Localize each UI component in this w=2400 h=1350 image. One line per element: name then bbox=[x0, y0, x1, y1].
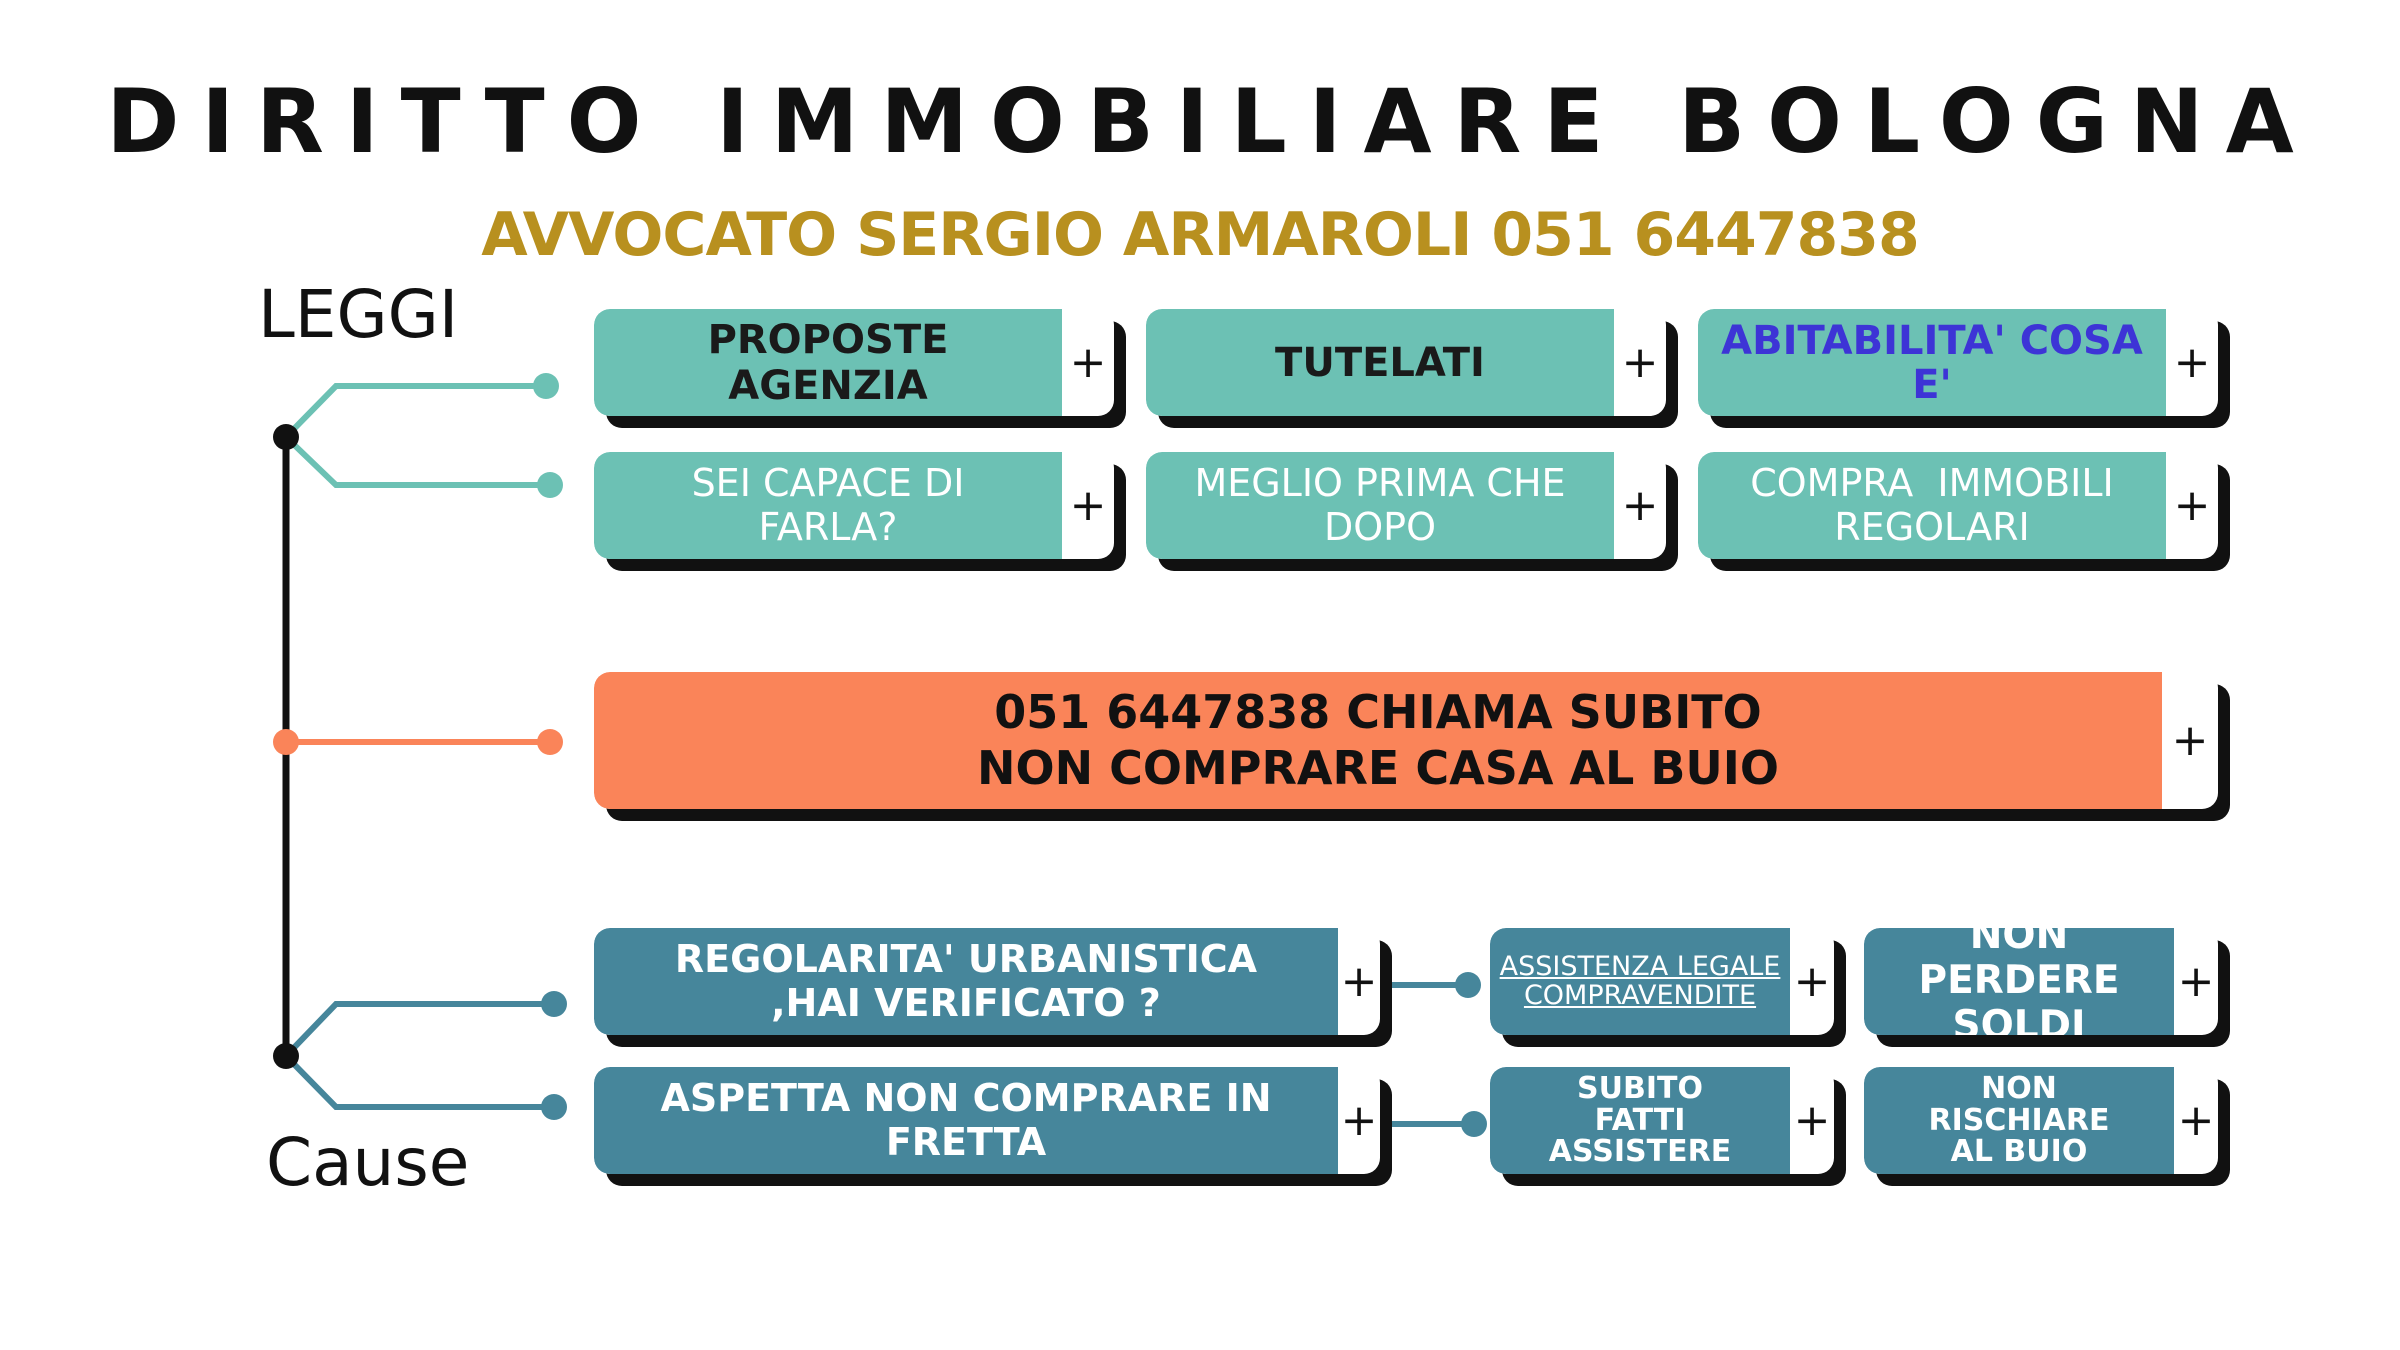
cta-line-2: NON COMPRARE CASA AL BUIO bbox=[976, 740, 1779, 795]
branch-capace bbox=[283, 434, 550, 488]
node-proposte bbox=[533, 373, 559, 399]
expand-plus-icon[interactable]: + bbox=[1340, 955, 1378, 1007]
expand-plus-icon[interactable]: + bbox=[1793, 955, 1831, 1007]
branch-regolarita bbox=[283, 1001, 554, 1059]
box-label: COMPRA IMMOBILI REGOLARI bbox=[1750, 460, 2126, 549]
box-non-rischiare[interactable]: NON RISCHIARE AL BUIO + bbox=[1864, 1067, 2230, 1186]
expand-plus-icon[interactable]: + bbox=[2173, 336, 2211, 388]
expand-plus-icon[interactable]: + bbox=[1621, 336, 1659, 388]
box-non-perdere-soldi[interactable]: NON PERDERE SOLDI + bbox=[1864, 928, 2230, 1047]
expand-plus-icon[interactable]: + bbox=[1340, 1094, 1378, 1146]
box-label[interactable]: ABITABILITA' COSA E' bbox=[1721, 317, 2143, 408]
label-leggi: LEGGI bbox=[258, 276, 459, 353]
box-compra-immobili[interactable]: COMPRA IMMOBILI REGOLARI + bbox=[1698, 452, 2230, 571]
node-assistenza bbox=[1455, 972, 1481, 998]
box-assistenza-legale[interactable]: ASSISTENZA LEGALE COMPRAVENDITE + bbox=[1490, 928, 1846, 1047]
box-regolarita[interactable]: REGOLARITA' URBANISTICA ,HAI VERIFICATO … bbox=[594, 928, 1392, 1047]
box-label[interactable]: ASSISTENZA LEGALE COMPRAVENDITE bbox=[1499, 951, 1781, 1011]
box-meglio-prima[interactable]: MEGLIO PRIMA CHE DOPO + bbox=[1146, 452, 1678, 571]
node-trunk-top bbox=[273, 424, 299, 450]
branch-proposte bbox=[283, 383, 546, 440]
node-trunk-orange bbox=[273, 729, 299, 755]
label-cause: Cause bbox=[266, 1124, 470, 1201]
box-sei-capace[interactable]: SEI CAPACE DI FARLA? + bbox=[594, 452, 1126, 571]
expand-plus-icon[interactable]: + bbox=[2177, 1094, 2215, 1146]
box-label: MEGLIO PRIMA CHE DOPO bbox=[1194, 460, 1566, 549]
expand-plus-icon[interactable]: + bbox=[1069, 336, 1107, 388]
node-aspetta bbox=[541, 1094, 567, 1120]
box-label: SEI CAPACE DI FARLA? bbox=[691, 460, 965, 549]
box-label: NON RISCHIARE AL BUIO bbox=[1928, 1071, 2110, 1170]
box-label: PROPOSTE AGENZIA bbox=[707, 316, 949, 409]
box-label: TUTELATI bbox=[1275, 339, 1485, 386]
box-abitabilita[interactable]: ABITABILITA' COSA E' + bbox=[1698, 309, 2230, 428]
node-capace bbox=[537, 472, 563, 498]
box-label: REGOLARITA' URBANISTICA ,HAI VERIFICATO … bbox=[674, 936, 1258, 1025]
expand-plus-icon[interactable]: + bbox=[2173, 479, 2211, 531]
page-title: DIRITTO IMMOBILIARE BOLOGNA bbox=[106, 70, 2316, 173]
box-aspetta[interactable]: ASPETTA NON COMPRARE IN FRETTA + bbox=[594, 1067, 1392, 1186]
branch-aspetta bbox=[283, 1053, 554, 1110]
box-proposte-agenzia[interactable]: PROPOSTE AGENZIA + bbox=[594, 309, 1126, 428]
box-label: ASPETTA NON COMPRARE IN FRETTA bbox=[660, 1075, 1272, 1164]
expand-plus-icon[interactable]: + bbox=[2171, 714, 2209, 766]
node-trunk-bottom bbox=[273, 1043, 299, 1069]
expand-plus-icon[interactable]: + bbox=[2177, 955, 2215, 1007]
node-regolarita bbox=[541, 991, 567, 1017]
box-subito-fatti-assistere[interactable]: SUBITO FATTI ASSISTERE + bbox=[1490, 1067, 1846, 1186]
box-tutelati[interactable]: TUTELATI + bbox=[1146, 309, 1678, 428]
expand-plus-icon[interactable]: + bbox=[1621, 479, 1659, 531]
cta-line-1: 051 6447838 CHIAMA SUBITO bbox=[994, 685, 1762, 740]
expand-plus-icon[interactable]: + bbox=[1069, 479, 1107, 531]
page-subtitle: AVVOCATO SERGIO ARMAROLI 051 6447838 bbox=[481, 200, 1920, 270]
box-label: NON PERDERE SOLDI bbox=[1918, 928, 2120, 1035]
box-chiama-subito[interactable]: 051 6447838 CHIAMA SUBITO NON COMPRARE C… bbox=[594, 672, 2230, 821]
box-label: SUBITO FATTI ASSISTERE bbox=[1548, 1071, 1732, 1170]
node-subito bbox=[1461, 1111, 1487, 1137]
expand-plus-icon[interactable]: + bbox=[1793, 1094, 1831, 1146]
node-chiama bbox=[537, 729, 563, 755]
